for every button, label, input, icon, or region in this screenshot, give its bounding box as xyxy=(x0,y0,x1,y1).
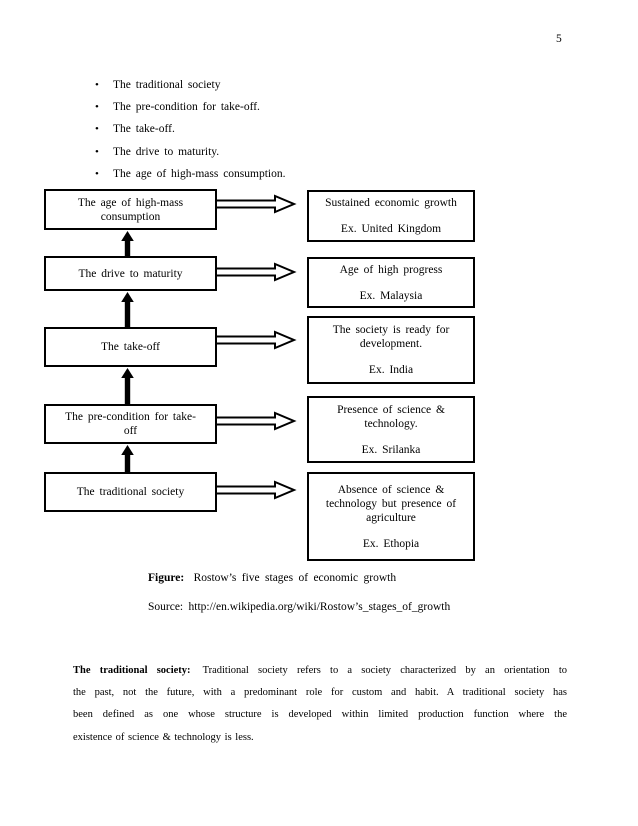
desc-box-line: Sustained economic growth xyxy=(325,197,457,209)
desc-box-line: technology. xyxy=(364,417,418,430)
bullet-icon: • xyxy=(95,79,99,91)
paragraph-text: Traditional society refers to a society … xyxy=(202,665,568,676)
desc-box-sustained-growth: Sustained economic growth Ex. United Kin… xyxy=(307,190,475,242)
desc-box-presence-of-science: Presence of science & technology. Ex. Sr… xyxy=(307,396,475,463)
figure-label: Figure: xyxy=(148,572,185,584)
bullet-text: The traditional society xyxy=(113,79,221,91)
stage-box-line: The pre-condition for take- xyxy=(65,411,196,423)
stage-box-drive-to-maturity: The drive to maturity xyxy=(44,256,217,291)
stage-box-take-off: The take-off xyxy=(44,327,217,367)
stage-box-line: The drive to maturity xyxy=(78,267,183,280)
list-item: • The age of high-mass consumption. xyxy=(95,163,285,185)
stage-box-pre-condition: The pre-condition for take- off xyxy=(44,404,217,444)
paragraph-line: the past, not the future, with a predomi… xyxy=(73,687,567,699)
desc-box-line: development. xyxy=(359,338,423,350)
desc-box-example: Ex. Srilanka xyxy=(361,443,421,456)
figure-caption-text: Rostow’s five stages of economic growth xyxy=(193,572,397,584)
right-arrow-icon xyxy=(215,411,297,431)
desc-box-example: Ex. India xyxy=(368,364,414,376)
stage-bullet-list: • The traditional society • The pre-condit… xyxy=(95,74,285,185)
bullet-icon: • xyxy=(95,123,99,136)
page-number: 5 xyxy=(556,33,562,45)
desc-box-line: Absence of science & xyxy=(337,483,445,496)
up-arrow-icon xyxy=(121,292,134,327)
bullet-text: The age of high-mass consumption. xyxy=(113,167,286,180)
body-paragraph: The traditional society: Traditional soc… xyxy=(73,660,567,749)
stage-box-line: The traditional society xyxy=(76,486,185,498)
desc-box-line: Presence of science & xyxy=(337,403,445,416)
list-item: • The traditional society xyxy=(95,74,285,96)
stage-box-high-mass-consumption: The age of high-mass consumption xyxy=(44,189,217,230)
stage-box-line: consumption xyxy=(100,210,161,223)
bullet-icon: • xyxy=(95,167,99,180)
stage-box-traditional-society: The traditional society xyxy=(44,472,217,512)
stage-box-line: The age of high-mass xyxy=(77,196,184,209)
right-arrow-icon xyxy=(215,480,297,500)
desc-box-example: Ex. Ethopia xyxy=(362,537,420,550)
bullet-text: The take-off. xyxy=(113,123,175,136)
desc-box-absence-of-science: Absence of science & technology but pres… xyxy=(307,472,475,561)
figure-caption: Figure: Rostow’s five stages of economic… xyxy=(148,572,396,584)
list-item: • The pre-condition for take-off. xyxy=(95,96,285,118)
list-item: • The take-off. xyxy=(95,118,285,140)
source-caption: Source: http://en.wikipedia.org/wiki/Ros… xyxy=(148,601,451,613)
desc-box-ready-for-development: The society is ready for development. Ex… xyxy=(307,316,475,384)
desc-box-line: Age of high progress xyxy=(339,263,443,276)
right-arrow-icon xyxy=(215,194,297,214)
desc-box-example: Ex. Malaysia xyxy=(359,289,423,302)
desc-box-line: technology but presence of xyxy=(325,497,457,510)
paragraph-line: The traditional society: Traditional soc… xyxy=(73,660,567,682)
up-arrow-icon xyxy=(121,445,134,472)
desc-box-line: agriculture xyxy=(366,511,416,524)
paragraph-lead: The traditional society: xyxy=(73,665,191,676)
bullet-text: The pre-condition for take-off. xyxy=(113,101,260,114)
desc-box-high-progress: Age of high progress Ex. Malaysia xyxy=(307,257,475,308)
right-arrow-icon xyxy=(215,262,297,282)
right-arrow-icon xyxy=(215,330,297,350)
up-arrow-icon xyxy=(121,368,134,404)
stage-box-line: The take-off xyxy=(101,341,160,353)
bullet-icon: • xyxy=(95,145,99,158)
bullet-text: The drive to maturity. xyxy=(113,145,220,158)
desc-box-line: The society is ready for xyxy=(332,324,450,336)
stage-box-line: off xyxy=(123,425,138,437)
list-item: • The drive to maturity. xyxy=(95,141,285,163)
up-arrow-icon xyxy=(121,231,134,256)
desc-box-example: Ex. United Kingdom xyxy=(340,223,442,235)
paragraph-line: existence of science & technology is les… xyxy=(73,731,254,743)
paragraph-line: been defined as one whose structure is d… xyxy=(73,709,567,721)
bullet-icon: • xyxy=(95,101,99,114)
